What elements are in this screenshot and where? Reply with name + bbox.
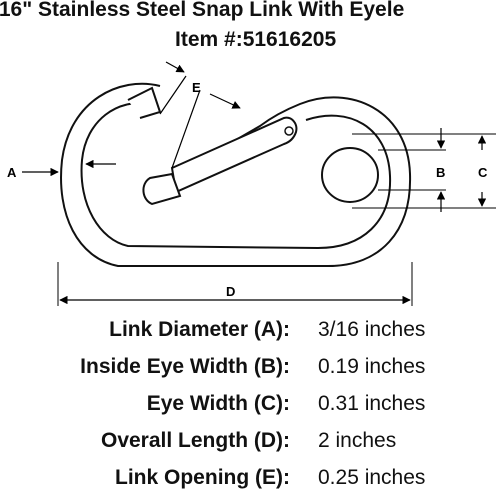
dimension-b-label: B [436,165,445,180]
spec-label: Link Diameter (A): [109,318,290,341]
dimension-e-leader-2 [171,89,201,169]
spec-row-link-opening: Link Opening (E): 0.25 inches [0,466,500,502]
spec-row-inside-eye-width: Inside Eye Width (B): 0.19 inches [0,355,500,391]
dimension-e-arrow-top [165,61,185,73]
spec-row-eye-width: Eye Width (C): 0.31 inches [0,392,500,428]
spec-value: 2 inches [318,429,397,452]
spec-label: Inside Eye Width (B): [80,355,290,378]
spec-label: Overall Length (D): [100,429,290,452]
item-prefix: Item #: [175,28,243,51]
item-number-line: Item #:51616205 [175,28,336,52]
gate-pin [284,126,294,136]
item-number: 51616205 [242,28,337,51]
spec-value: 0.19 inches [318,355,426,378]
spec-label: Link Opening (E): [115,466,290,489]
dimension-e-leader [159,75,187,115]
snap-link-outline [60,82,412,267]
spec-row-link-diameter: Link Diameter (A): 3/16 inches [0,318,500,354]
eye-hole [321,147,379,203]
dimension-e-label: E [192,80,201,95]
spring-gate [170,116,298,194]
dimension-c-label: C [478,165,488,180]
spec-label: Eye Width (C): [146,392,290,415]
spec-row-overall-length: Overall Length (D): 2 inches [0,429,500,465]
dimension-e-arrow-side [209,93,241,109]
spec-value: 3/16 inches [318,318,426,341]
snap-link-diagram: A E B C D [7,61,496,306]
product-title: /16" Stainless Steel Snap Link With Eyel… [0,0,405,21]
spec-value: 0.25 inches [318,466,426,489]
link-opening-notch [127,86,162,119]
gate-nose [142,172,182,206]
dimension-d-label: D [226,284,235,299]
snap-link-inner-outline [80,102,392,250]
spec-value: 0.31 inches [318,392,426,415]
dimension-a-label: A [7,165,17,180]
